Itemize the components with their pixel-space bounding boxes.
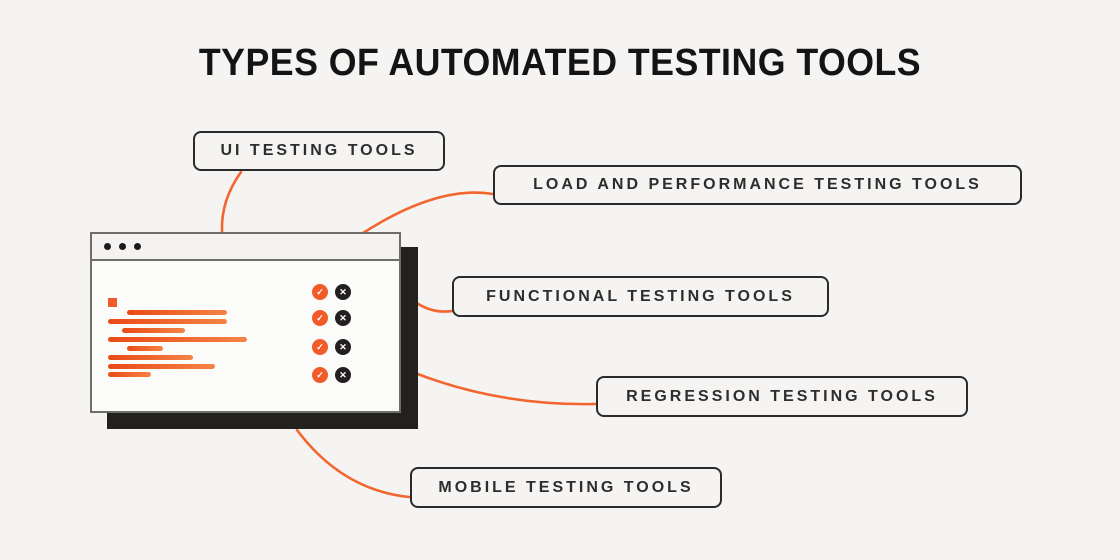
x-icon: ✕ (335, 339, 351, 355)
label-box-mobile-testing: MOBILE TESTING TOOLS (410, 467, 722, 508)
result-row: ✓ ✕ (312, 367, 351, 383)
connector-functional (413, 300, 454, 313)
x-icon: ✕ (335, 284, 351, 300)
check-icon: ✓ (312, 284, 328, 300)
label-box-functional-testing: FUNCTIONAL TESTING TOOLS (452, 276, 829, 317)
connector-ui (220, 170, 243, 233)
code-line (108, 364, 215, 369)
label-text: FUNCTIONAL TESTING TOOLS (486, 287, 795, 305)
check-icon: ✓ (312, 367, 328, 383)
window-body: ✓ ✕ ✓ ✕ ✓ ✕ ✓ ✕ (92, 261, 399, 409)
result-row: ✓ ✕ (312, 284, 351, 300)
window-titlebar (92, 234, 399, 261)
window-dot-icon (134, 243, 141, 250)
page-title: TYPES OF AUTOMATED TESTING TOOLS (198, 42, 922, 84)
connector-regression (413, 371, 597, 406)
connector-mobile (295, 428, 411, 499)
code-line (108, 319, 227, 324)
code-line (108, 337, 247, 342)
check-icon: ✓ (312, 310, 328, 326)
code-line (127, 310, 227, 315)
label-text: UI TESTING TOOLS (220, 142, 418, 159)
code-line (122, 328, 185, 333)
label-box-regression-testing: REGRESSION TESTING TOOLS (596, 376, 968, 417)
code-bullet (108, 298, 117, 307)
label-text: LOAD AND PERFORMANCE TESTING TOOLS (533, 176, 982, 193)
window-dot-icon (119, 243, 126, 250)
check-icon: ✓ (312, 339, 328, 355)
result-row: ✓ ✕ (312, 310, 351, 326)
code-line (108, 355, 193, 360)
x-icon: ✕ (335, 310, 351, 326)
label-box-load-performance-testing: LOAD AND PERFORMANCE TESTING TOOLS (493, 165, 1022, 205)
window-dot-icon (104, 243, 111, 250)
label-text: MOBILE TESTING TOOLS (438, 478, 694, 496)
browser-window: ✓ ✕ ✓ ✕ ✓ ✕ ✓ ✕ (90, 232, 401, 413)
code-line (127, 346, 163, 351)
x-icon: ✕ (335, 367, 351, 383)
result-row: ✓ ✕ (312, 339, 351, 355)
code-line (108, 372, 151, 377)
connector-load (361, 191, 495, 235)
label-box-ui-testing: UI TESTING TOOLS (193, 131, 445, 171)
label-text: REGRESSION TESTING TOOLS (626, 387, 938, 405)
